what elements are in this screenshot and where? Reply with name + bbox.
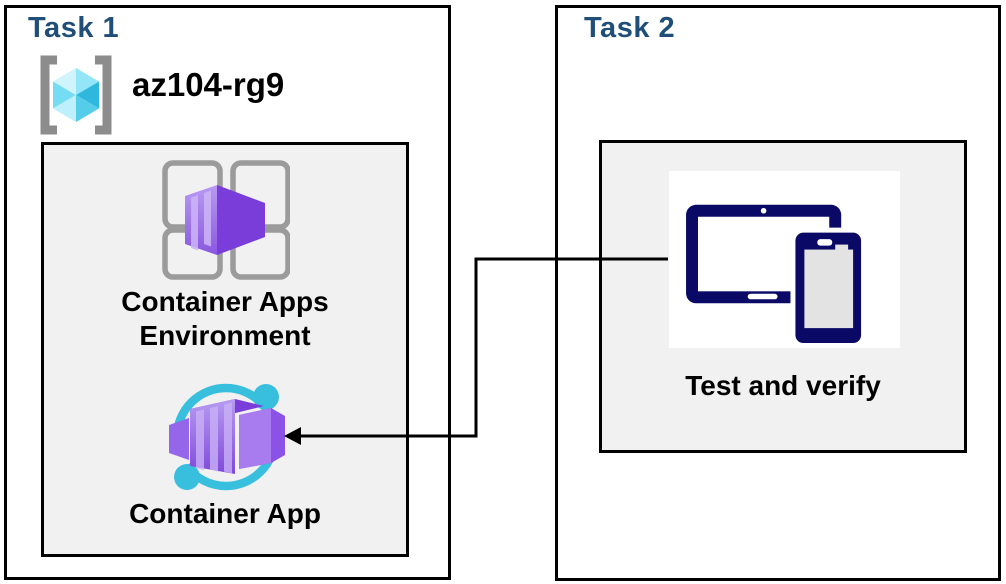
task2-title: Task 2: [584, 12, 676, 44]
devices-image-patch: [669, 171, 900, 348]
resource-group-icon: [40, 55, 112, 135]
task1-box: Task 1 az104-rg9: [4, 5, 451, 580]
devices-tablet-phone-icon: [686, 204, 866, 348]
task1-title: Task 1: [28, 12, 120, 44]
container-app-icon: [169, 383, 285, 491]
task1-inner-box: Container Apps Environment: [41, 142, 409, 557]
task2-box: Task 2 Test and verify: [555, 5, 1001, 581]
test-and-verify-label: Test and verify: [685, 370, 881, 401]
task2-inner-box: Test and verify: [599, 140, 967, 453]
resource-group-name: az104-rg9: [132, 66, 285, 103]
container-apps-environment-icon: [162, 160, 290, 280]
container-app-label: Container App: [129, 498, 321, 529]
container-apps-environment-label: Container Apps Environment: [121, 286, 329, 351]
